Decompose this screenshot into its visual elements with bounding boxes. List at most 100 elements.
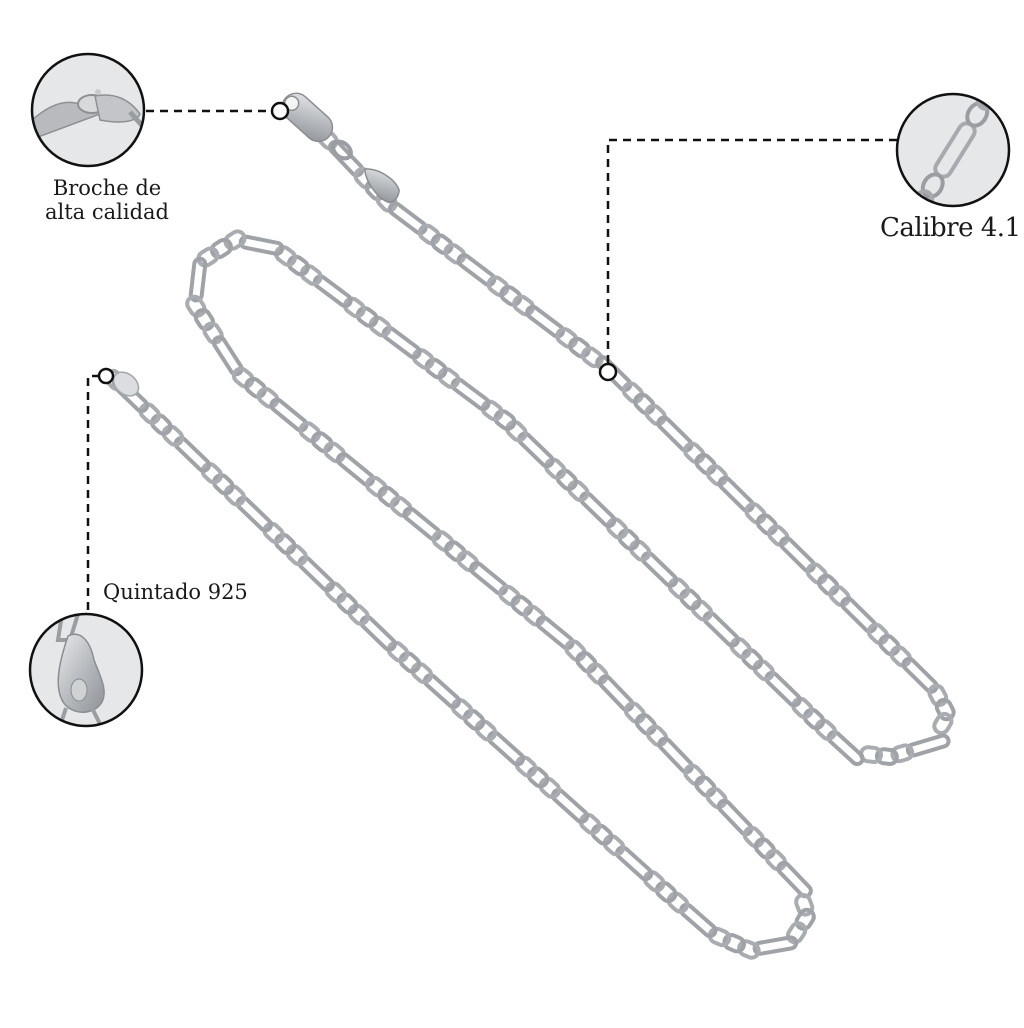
chain-link xyxy=(525,304,565,339)
chain-link xyxy=(722,933,746,954)
callout-label-gauge: Calibre 4.1 xyxy=(880,213,1021,243)
chain-link xyxy=(579,491,617,528)
chain-link xyxy=(499,285,523,307)
chain-link xyxy=(878,633,901,657)
anchor-point-icon xyxy=(270,101,290,121)
chain-link xyxy=(567,479,590,502)
chain-link xyxy=(298,421,322,444)
chain-link xyxy=(342,296,366,319)
chain-link xyxy=(679,588,702,611)
chain-link xyxy=(683,763,706,787)
chain-link xyxy=(185,294,207,318)
chain-link xyxy=(666,891,690,914)
chain-link xyxy=(690,599,714,622)
chain-link xyxy=(705,464,729,487)
chain-link xyxy=(550,788,590,824)
chain-link xyxy=(657,736,694,775)
dashed-leader-line xyxy=(606,138,897,364)
chain-link xyxy=(209,237,233,260)
chain-link xyxy=(235,495,273,533)
chain-link xyxy=(889,645,912,668)
chain-link xyxy=(359,615,397,652)
chain-link xyxy=(312,274,353,308)
lobster-clasp xyxy=(281,92,400,204)
chain-link xyxy=(498,584,521,607)
chain-link xyxy=(486,730,526,767)
chain-link xyxy=(679,902,718,939)
chain-link xyxy=(324,581,347,604)
chain-link xyxy=(202,321,224,345)
callout-silver xyxy=(28,367,144,728)
chain-link xyxy=(469,561,509,596)
chain-link xyxy=(617,528,640,551)
chain-link xyxy=(323,441,346,464)
chain-link xyxy=(336,592,359,615)
chain-link xyxy=(200,462,223,485)
chain-link xyxy=(555,327,579,349)
chain-link xyxy=(683,441,706,465)
chain-link xyxy=(654,880,678,904)
chain-link xyxy=(223,484,246,507)
chain-link xyxy=(347,603,370,626)
chain-link xyxy=(785,921,808,945)
chain-link xyxy=(262,521,285,544)
chain-link xyxy=(776,860,813,899)
chain-link xyxy=(667,577,691,600)
chain-link xyxy=(729,637,752,660)
chain-link xyxy=(285,543,308,567)
chain-link xyxy=(389,495,413,518)
chain-link xyxy=(274,532,297,555)
chain-link xyxy=(755,513,779,536)
chain-link xyxy=(244,376,267,399)
chain-link xyxy=(522,604,546,627)
chain-link xyxy=(188,256,208,303)
chain-link xyxy=(794,892,815,917)
925-hallmark-tag-detail-icon xyxy=(30,614,142,726)
chain-link xyxy=(826,730,865,767)
detail-circle xyxy=(895,92,1011,208)
callout-gauge xyxy=(598,92,1011,382)
chain-link xyxy=(231,366,255,389)
chain-link xyxy=(744,502,767,525)
chain-link xyxy=(256,386,280,409)
chain-link xyxy=(386,640,410,663)
chain-link xyxy=(430,233,454,256)
chain-link xyxy=(212,473,235,496)
detail-circle xyxy=(28,612,144,728)
chain-link xyxy=(193,308,216,332)
chain-link xyxy=(443,242,467,265)
chain-link xyxy=(512,294,535,317)
chain-link xyxy=(767,524,790,547)
chain-link xyxy=(640,551,679,588)
chain-link xyxy=(150,413,173,436)
chain-link xyxy=(505,420,528,443)
clasp-label-line-2: alta calidad xyxy=(45,200,169,225)
chain-link xyxy=(737,939,761,960)
chain-link xyxy=(410,661,434,685)
figaro-link-detail-icon xyxy=(897,94,1009,206)
chain-link xyxy=(752,659,775,682)
chain-link xyxy=(742,825,765,849)
chain-link xyxy=(623,701,646,724)
end-tag xyxy=(112,371,140,397)
chain-link xyxy=(462,708,486,731)
chain-link xyxy=(510,594,534,617)
figaro-chain xyxy=(103,104,956,960)
chain-link xyxy=(642,870,666,893)
chain-link xyxy=(417,223,441,246)
chain-link xyxy=(456,550,480,573)
chain-link xyxy=(802,707,826,731)
chain-link xyxy=(211,335,244,377)
chain-link xyxy=(299,264,323,286)
chain-link xyxy=(644,403,667,427)
chain-link xyxy=(223,229,247,251)
chain-link xyxy=(138,402,161,425)
chain-link xyxy=(597,674,635,712)
chain-link xyxy=(794,907,816,931)
chain-link xyxy=(196,246,220,268)
chain-link xyxy=(450,698,474,721)
chain-link xyxy=(764,848,787,872)
chain-link xyxy=(443,540,467,563)
chain-link xyxy=(615,845,654,882)
